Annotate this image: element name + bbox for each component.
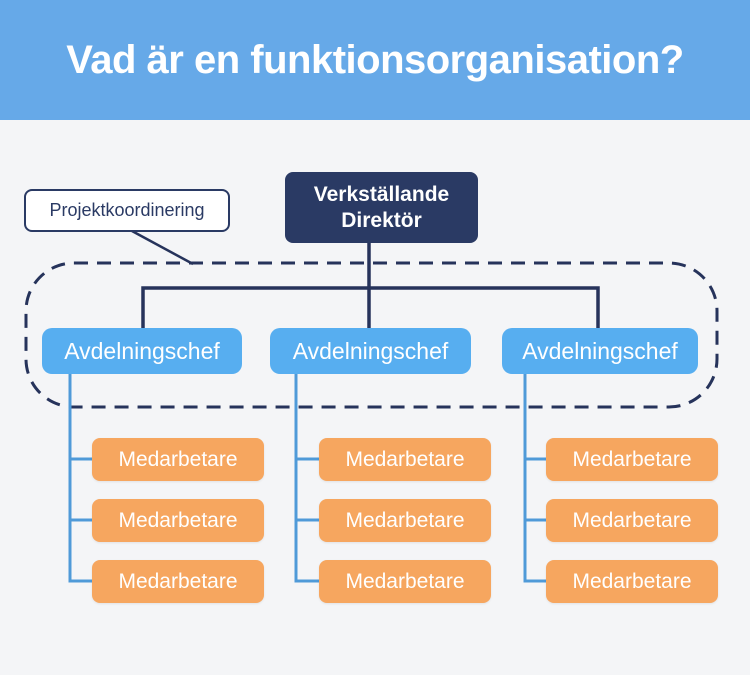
department-head-label: Avdelningschef xyxy=(522,337,678,364)
employee-box: Medarbetare xyxy=(546,560,718,603)
employee-bracket-column-2 xyxy=(294,374,319,583)
employee-label: Medarbetare xyxy=(572,569,692,593)
employee-bracket-column-1 xyxy=(68,374,92,583)
annotation-connector-line xyxy=(131,229,194,266)
page-title: Vad är en funktionsorganisation? xyxy=(66,37,684,82)
employee-label: Medarbetare xyxy=(118,569,238,593)
employee-box: Medarbetare xyxy=(92,560,264,603)
employee-label: Medarbetare xyxy=(572,447,692,471)
employee-box: Medarbetare xyxy=(319,438,491,481)
project-coordination-label: Projektkoordinering xyxy=(49,200,205,220)
employee-label: Medarbetare xyxy=(118,447,238,471)
project-coordination-box: Projektkoordinering xyxy=(24,189,230,232)
employee-label: Medarbetare xyxy=(572,508,692,532)
department-head-label: Avdelningschef xyxy=(64,337,220,364)
employee-box: Medarbetare xyxy=(319,560,491,603)
department-head-box-1: Avdelningschef xyxy=(42,328,242,374)
employee-box: Medarbetare xyxy=(92,499,264,542)
employee-box: Medarbetare xyxy=(319,499,491,542)
department-head-label: Avdelningschef xyxy=(292,337,449,364)
employee-box: Medarbetare xyxy=(546,438,718,481)
manager-bracket-line xyxy=(141,286,600,329)
employee-bracket-column-3 xyxy=(523,372,548,583)
title-banner: Vad är en funktionsorganisation? xyxy=(0,0,750,120)
ceo-box: Verkställande Direktör xyxy=(285,172,478,243)
employee-label: Medarbetare xyxy=(345,447,465,471)
employee-box: Medarbetare xyxy=(546,499,718,542)
department-head-box-2: Avdelningschef xyxy=(270,328,471,374)
employee-label: Medarbetare xyxy=(118,508,238,532)
department-head-box-3: Avdelningschef xyxy=(502,328,698,374)
ceo-label: Verkställande Direktör xyxy=(313,182,450,232)
employee-box: Medarbetare xyxy=(92,438,264,481)
employee-label: Medarbetare xyxy=(345,569,465,593)
employee-label: Medarbetare xyxy=(345,508,465,532)
